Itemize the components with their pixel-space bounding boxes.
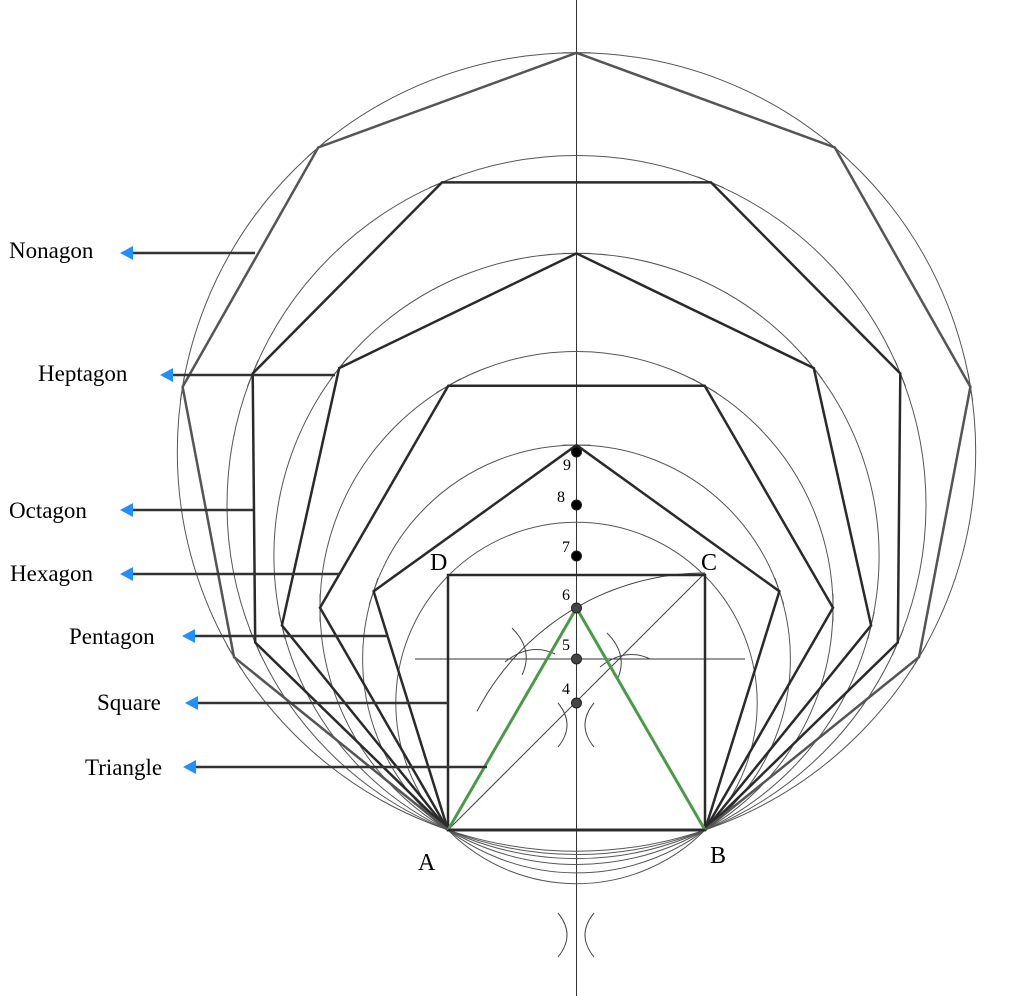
point-label-7: 7	[562, 539, 570, 556]
polygon-7	[280, 252, 873, 832]
point-label-5: 5	[562, 637, 570, 654]
label-triangle: Triangle	[85, 755, 162, 780]
label-pentagon: Pentagon	[69, 624, 155, 649]
bisector-arc	[584, 702, 595, 748]
arc-from-b	[476, 572, 706, 712]
center-point-5	[571, 653, 582, 665]
label-square: Square	[97, 690, 161, 715]
polygon-8	[251, 181, 902, 832]
bisector-arc	[557, 702, 568, 748]
construction-lines	[176, 0, 977, 996]
polygons	[181, 51, 972, 832]
point-label-6: 6	[562, 587, 570, 604]
bisector-arc	[557, 912, 568, 958]
label-heptagon: Heptagon	[38, 361, 128, 386]
arrowhead-icon	[182, 629, 195, 643]
label-octagon: Octagon	[9, 498, 87, 523]
vertex-label-b: B	[710, 843, 726, 869]
center-point-9	[571, 446, 582, 458]
label-hexagon: Hexagon	[10, 561, 94, 586]
center-points	[571, 446, 582, 709]
point-label-8: 8	[557, 489, 565, 506]
circle-8	[226, 155, 927, 855]
polygon-9	[181, 51, 972, 832]
arrowhead-icon	[183, 760, 196, 774]
label-arrows	[120, 246, 487, 774]
point-label-4: 4	[562, 681, 570, 698]
vertex-label-a: A	[418, 850, 436, 876]
arrowhead-icon	[120, 567, 133, 581]
arrowhead-icon	[160, 368, 173, 382]
bisector-arc	[584, 912, 595, 958]
arc-mark	[599, 654, 651, 668]
center-point-4	[571, 697, 582, 709]
point-label-9: 9	[563, 457, 571, 474]
vertex-label-d: D	[430, 550, 447, 576]
center-point-6	[571, 602, 582, 614]
arrowhead-icon	[185, 696, 198, 710]
label-nonagon: Nonagon	[9, 238, 94, 263]
vertex-label-c: C	[701, 550, 717, 576]
arrowhead-icon	[120, 246, 133, 260]
arrowhead-icon	[120, 503, 133, 517]
center-point-8	[571, 499, 582, 511]
center-point-7	[571, 550, 582, 562]
